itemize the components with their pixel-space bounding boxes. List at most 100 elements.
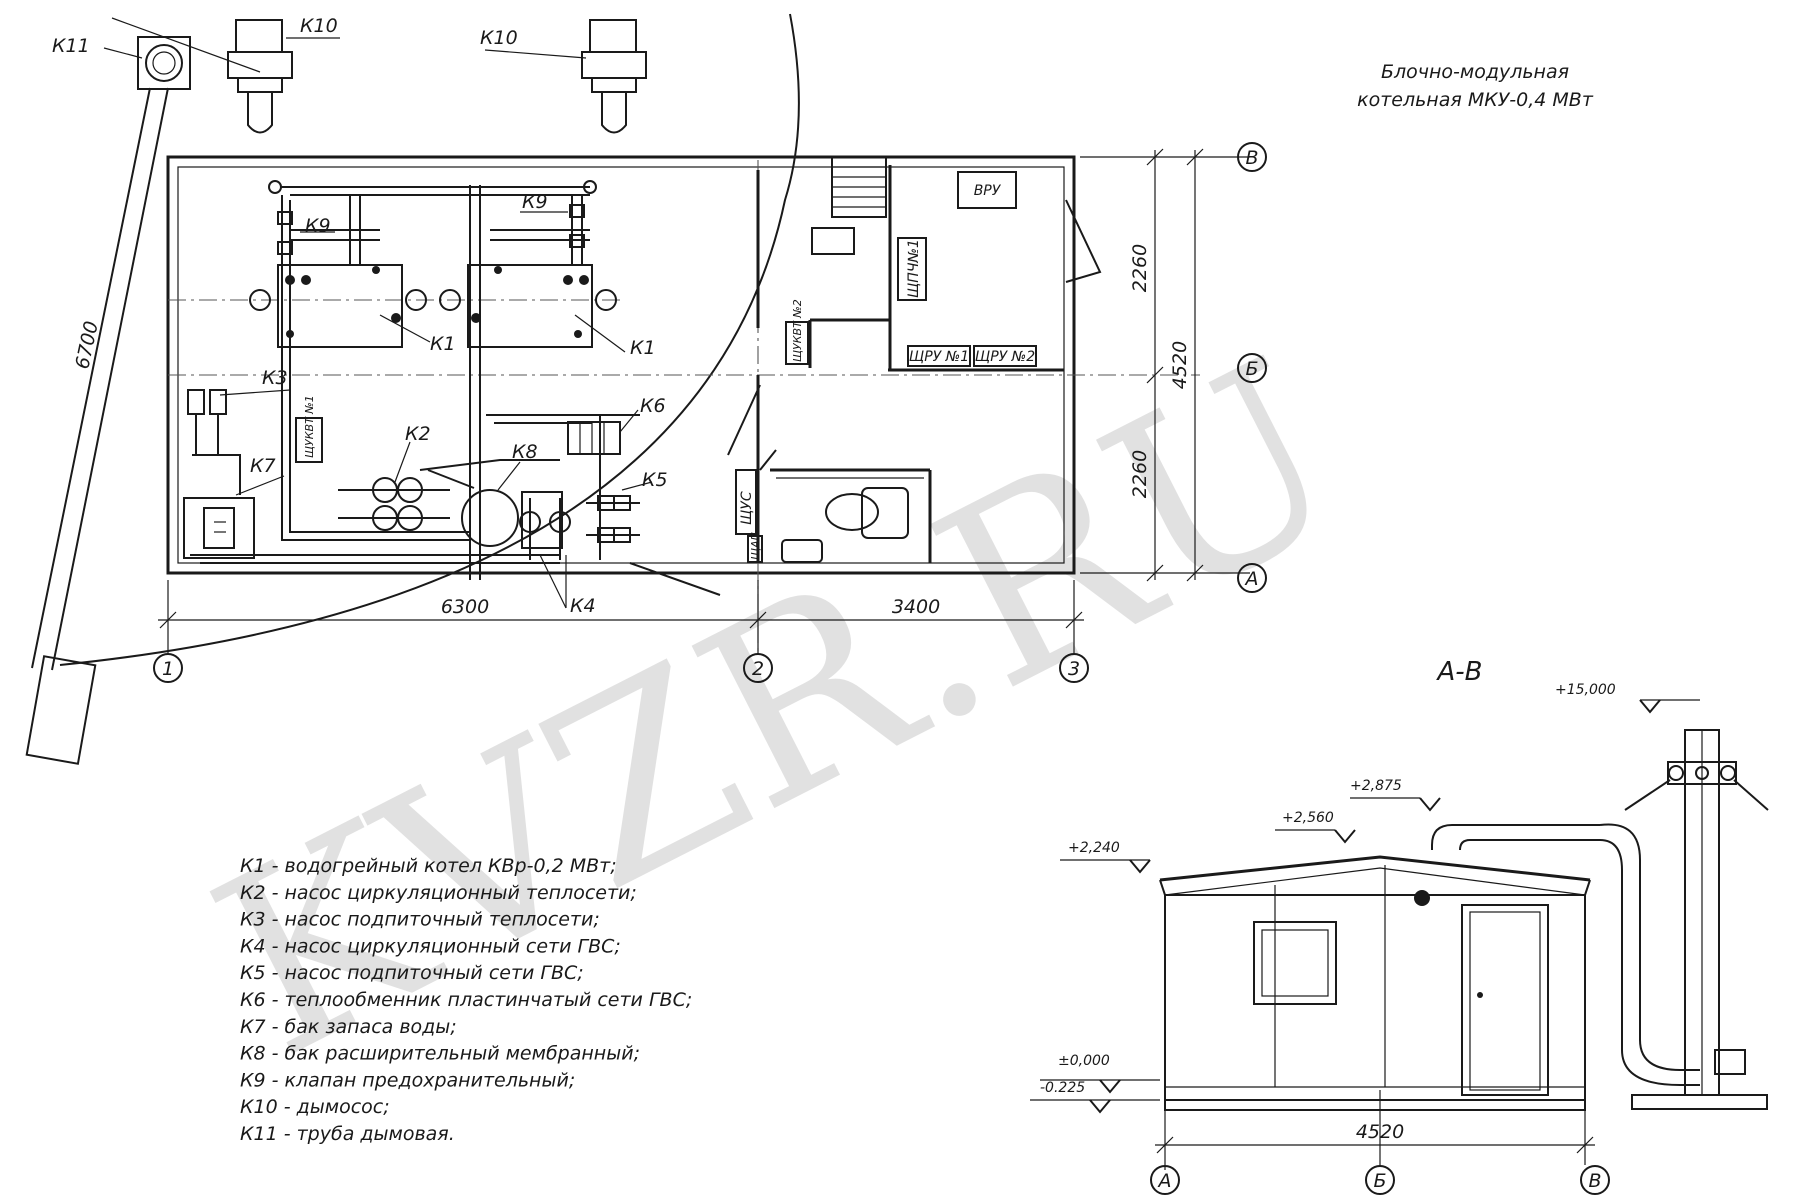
legend-item: К8 - бак расширительный мембранный;: [240, 1043, 640, 1065]
legend-item: К2 - насос циркуляционный теплосети;: [240, 882, 637, 904]
panel-shru1: [907, 345, 971, 367]
elev-2560: +2,560: [1282, 810, 1334, 826]
section-window: [1253, 921, 1337, 1005]
boiler-1: [277, 264, 403, 348]
panel-shukvt2: [785, 321, 809, 365]
legend: К1 - водогрейный котел КВр-0,2 МВт; К2 - …: [240, 855, 692, 1145]
panel-shap-label: ЩАП: [749, 532, 762, 560]
chimney-cleanout: [1714, 1049, 1746, 1075]
radius-arc: [59, 13, 800, 666]
flue-riser-outer: [1599, 823, 1700, 1071]
legend-item: К10 - дымосос;: [240, 1096, 390, 1118]
dim-3400: 3400: [892, 596, 940, 618]
section-view: А-В: [1030, 657, 1769, 1195]
tank-k8: [461, 489, 519, 547]
fan2-flange: [591, 77, 637, 93]
svg-text:А: А: [1157, 1170, 1172, 1192]
legend-item: К4 - насос циркуляционный сети ГВС;: [240, 935, 621, 957]
wc-cistern: [861, 487, 909, 539]
k11-leader: [103, 47, 143, 59]
fan2-outlet: [601, 92, 627, 134]
panel-shukvt1: [295, 417, 323, 463]
label-k3: К3: [262, 367, 288, 389]
section-body: [1164, 894, 1586, 1101]
heat-exchanger-k6: [567, 421, 621, 455]
panel-shap: [747, 535, 763, 563]
panel-shru1-label: ЩРУ №1: [909, 349, 969, 365]
smoke-exhaust-2: К10: [480, 19, 647, 134]
svg-text:2: 2: [752, 658, 764, 680]
tank-k7: [183, 497, 255, 559]
inner-wall: [177, 166, 1065, 564]
fan2-leader: [484, 49, 587, 59]
label-k11: К11: [52, 35, 90, 57]
section-axis-v: [1580, 1165, 1610, 1195]
door-handle: [1477, 992, 1483, 998]
chimney-pipe-inner: [152, 51, 176, 75]
fan1-flange: [237, 77, 283, 93]
fan2-motor: [589, 19, 637, 53]
legend-item: К6 - теплообменник пластинчатый сети ГВС…: [240, 989, 692, 1011]
chimney-foundation: [1631, 1094, 1768, 1110]
label-k2: К2: [405, 423, 431, 445]
axis-bubble-b: [1237, 353, 1267, 383]
outer-wall: [166, 155, 1076, 575]
label-k1-a: К1: [430, 333, 456, 355]
dim-6700: 6700: [71, 319, 103, 371]
svg-text:В: В: [1588, 1170, 1601, 1192]
label-k9-a: К9: [305, 215, 331, 237]
section-axis-b: [1365, 1165, 1395, 1195]
panel-shukvt1-label: ЩУКВТ №1: [303, 395, 316, 458]
chimney-pipe: [145, 44, 183, 82]
k3-pump-2: [209, 389, 227, 415]
fan1-outlet: [247, 92, 273, 134]
door-main-leaf: [727, 384, 761, 456]
wc-bowl: [825, 493, 879, 531]
svg-text:В: В: [1245, 147, 1258, 169]
section-title: А-В: [1435, 657, 1482, 687]
dim-4520: 4520: [1169, 341, 1191, 389]
k4-pump-frame: [521, 491, 563, 549]
guy-rope-right: [1733, 779, 1769, 811]
legend-item: К3 - насос подпиточный теплосети;: [240, 909, 600, 931]
panel-shru2: [973, 345, 1037, 367]
burner-unit: [811, 227, 855, 255]
door-wc: [759, 449, 777, 471]
door-entry: [629, 562, 721, 596]
title-line1: Блочно-модульная: [1381, 61, 1569, 83]
panel-shukvt2-label: ЩУКВТ №2: [791, 299, 804, 362]
fan1-motor: [235, 19, 283, 53]
panel-vru: [957, 171, 1017, 209]
label-k1-b: К1: [630, 337, 656, 359]
fan1-body: [227, 51, 293, 79]
smoke-exhaust-1: К10: [227, 15, 340, 134]
legend-item: К11 - труба дымовая.: [240, 1123, 455, 1145]
legend-item: К5 - насос подпиточный сети ГВС;: [240, 962, 584, 984]
svg-text:1: 1: [162, 658, 174, 680]
section-base: [1164, 1099, 1586, 1111]
duct-right: [51, 87, 169, 671]
elev-2875: +2,875: [1350, 778, 1402, 794]
legend-item: К1 - водогрейный котел КВр-0,2 МВт;: [240, 855, 617, 877]
panel-shus-label: ЩУС: [739, 491, 755, 525]
elev-15000: +15,000: [1555, 682, 1616, 698]
axis-bubble-a: [1237, 563, 1267, 593]
label-k7: К7: [250, 455, 276, 477]
label-k6: К6: [640, 395, 666, 417]
panel-shpch1: [897, 237, 927, 301]
elev-0: ±0,000: [1058, 1053, 1110, 1069]
legend-item: К7 - бак запаса воды;: [240, 1016, 457, 1038]
svg-text:3: 3: [1068, 658, 1080, 680]
section-roof: [1159, 855, 1591, 882]
plan-view: ВРУ ЩПЧ№1 ЩРУ №1 ЩРУ №2 ЩУКВТ №2 ЩУС ЩАП…: [153, 142, 1267, 683]
wash-basin: [781, 539, 823, 563]
label-k4: К4: [570, 595, 596, 617]
panel-shus: [735, 469, 757, 535]
elev-m0225: -0.225: [1040, 1080, 1085, 1096]
section-vent: [1414, 890, 1430, 906]
flue-horizontal: [1431, 824, 1600, 851]
legend-item: К9 - клапан предохранительный;: [240, 1069, 575, 1091]
section-axis-a: [1150, 1165, 1180, 1195]
label-k10-b: К10: [480, 27, 518, 49]
